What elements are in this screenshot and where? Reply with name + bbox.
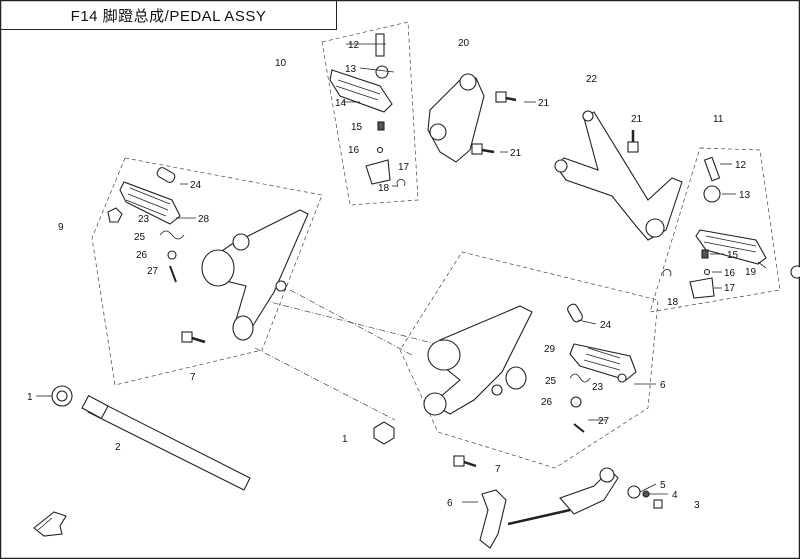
callout-13b: 13: [739, 190, 751, 201]
callout-26a: 26: [136, 250, 148, 261]
callout-1b: 1: [342, 434, 348, 445]
pin-part-12b: [703, 156, 721, 182]
callout-13a: 13: [345, 64, 357, 75]
bolt-part-7a: [181, 331, 206, 344]
callout-24a: 24: [190, 180, 202, 191]
ball-part-16a: [376, 146, 384, 154]
callout-15a: 15: [351, 122, 363, 133]
washer-part-26a: [167, 250, 177, 260]
spring-part-15b: [701, 249, 709, 259]
nut-part-23b: [617, 373, 627, 383]
callout-29: 29: [544, 344, 556, 355]
clip-part-18a: [396, 178, 406, 187]
callout-16a: 16: [348, 145, 360, 156]
callout-15b: 15: [727, 250, 739, 261]
washer-part-5: [627, 485, 641, 499]
callout-1a: 1: [27, 392, 33, 403]
washer-part-13a: [375, 65, 389, 79]
callout-2: 2: [115, 442, 121, 453]
callout-25b: 25: [545, 376, 557, 387]
connection-line-upper: [261, 299, 453, 349]
callout-10: 10: [275, 58, 287, 69]
callout-25a: 25: [134, 232, 146, 243]
shift-lever-part: [479, 467, 619, 549]
bolt-part-21a: [495, 91, 517, 103]
callout-28: 28: [198, 214, 210, 225]
callout-7a: 7: [190, 372, 196, 383]
callout-20: 20: [458, 38, 470, 49]
passenger-bracket-part: [427, 73, 485, 163]
connection-line-lower: [254, 347, 396, 421]
callout-17a: 17: [398, 162, 410, 173]
callout-26b: 26: [541, 397, 553, 408]
callout-labels: 1 2 1 3 4 5 6 6 7 7 9 10 11 12 12 13 13 …: [27, 38, 757, 511]
group-outline-left-assembly: [91, 157, 323, 386]
callout-22: 22: [586, 74, 598, 85]
left-footpeg-part: [119, 181, 181, 225]
callout-18b: 18: [667, 297, 679, 308]
bolt-part-21c: [627, 130, 639, 153]
callout-24b: 24: [600, 320, 612, 331]
front-direction-arrow-icon: [33, 511, 67, 537]
nut-part-left: [107, 207, 123, 223]
callout-5: 5: [660, 480, 666, 491]
upper-footpeg-part: [329, 69, 393, 113]
shaft-part: [81, 394, 251, 491]
left-bracket-part: [201, 209, 309, 341]
callout-16b: 16: [724, 268, 736, 279]
callout-23b: 23: [592, 382, 604, 393]
callout-7b: 7: [495, 464, 501, 475]
right-bracket-part: [423, 305, 533, 416]
nut-part-1b: [373, 421, 395, 445]
callout-6a: 6: [660, 380, 666, 391]
nut-part-1a: [51, 385, 73, 407]
right-footpeg-part: [569, 343, 637, 381]
callout-27b: 27: [598, 416, 610, 427]
group-outline-right-assembly: [399, 251, 659, 469]
cotter-pin-part-27a: [169, 265, 177, 283]
pin-part-24a: [156, 167, 176, 183]
callout-12b: 12: [735, 160, 747, 171]
callout-21b: 21: [510, 148, 522, 159]
callout-27a: 27: [147, 266, 159, 277]
plate-part-17a: [365, 159, 391, 185]
callout-18a: 18: [378, 183, 390, 194]
callout-4: 4: [672, 490, 678, 501]
clip-part-18b: [662, 268, 672, 277]
cotter-pin-part-27b: [573, 423, 585, 433]
washer-part-26b: [570, 396, 582, 408]
spring-part-25b: [569, 373, 591, 383]
callout-23a: 23: [138, 214, 150, 225]
bolt-part-3: [653, 499, 663, 509]
washer-part-13b: [703, 185, 721, 203]
callout-6b: 6: [447, 498, 453, 509]
leader-lines: [36, 43, 767, 503]
pin-part-24b: [567, 303, 583, 323]
callout-21c: 21: [631, 114, 643, 125]
ball-part-16b: [703, 268, 711, 276]
connection-line-middle: [289, 289, 413, 356]
page-edge-marker: [790, 265, 800, 279]
callout-3: 3: [694, 500, 700, 511]
right-passenger-footpeg-part: [695, 229, 767, 265]
callout-11: 11: [713, 114, 724, 125]
plate-part-17b: [689, 277, 715, 299]
callout-17b: 17: [724, 283, 736, 294]
bolt-part-21b: [471, 143, 495, 155]
group-outline-10: [321, 21, 419, 206]
callout-9: 9: [58, 222, 64, 233]
callout-14: 14: [335, 98, 347, 109]
callout-21a: 21: [538, 98, 550, 109]
diagram-title: F14 脚蹬总成/PEDAL ASSY: [0, 0, 337, 30]
spring-part-25a: [159, 230, 185, 240]
bolt-part-7b: [453, 455, 477, 468]
passenger-bracket-22-part: [554, 110, 683, 241]
spring-part-15a: [377, 121, 385, 131]
callout-19: 19: [745, 267, 757, 278]
pin-part-12a: [375, 33, 385, 57]
callout-12a: 12: [348, 40, 360, 51]
